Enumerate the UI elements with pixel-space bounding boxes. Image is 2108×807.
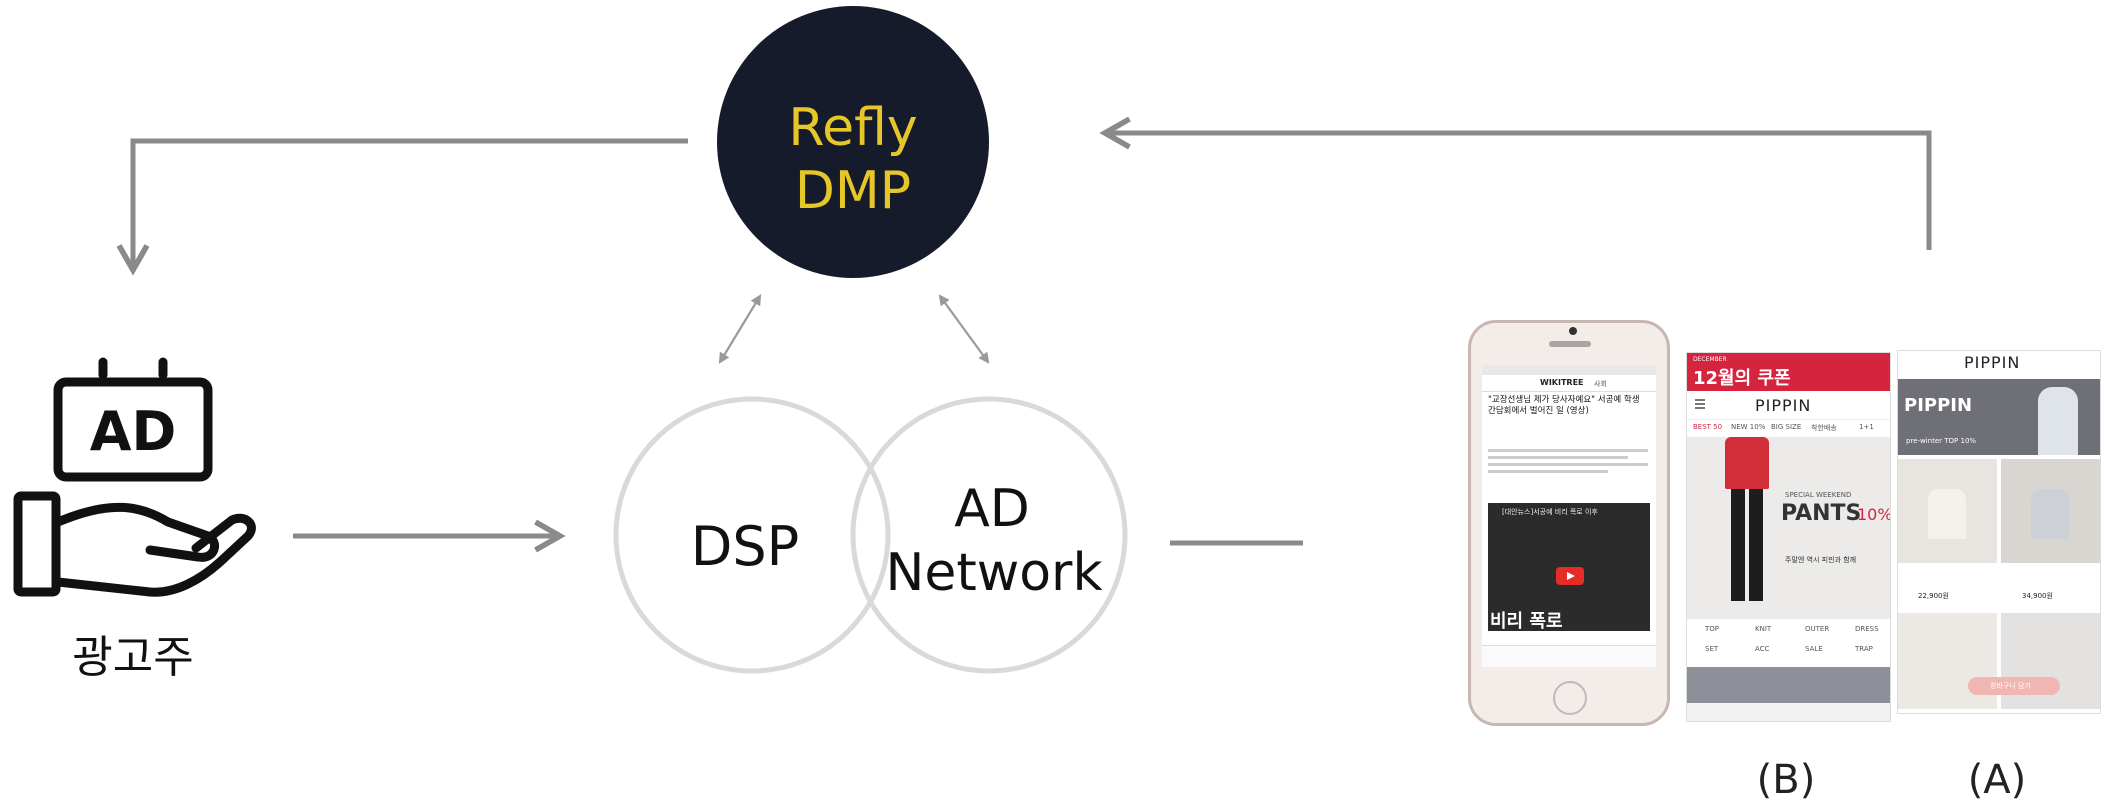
- cart-button-label: 장바구니 담기: [1990, 682, 2031, 690]
- label-b: (B): [1757, 757, 1816, 803]
- wikitree-logo: WIKITREE: [1540, 378, 1584, 387]
- phone-screen: WIKITREE 사회 "교장선생님 제가 당사자예요" 서공예 학생 간담회에…: [1482, 365, 1656, 667]
- dmp-label-line1: Refly: [788, 98, 917, 158]
- article-headline: "교장선생님 제가 당사자예요" 서공예 학생 간담회에서 벌어진 일 (영상): [1488, 395, 1640, 416]
- cart-button[interactable]: 장바구니 담기: [1968, 677, 2060, 695]
- hero-model: [2038, 387, 2078, 455]
- menu-acc[interactable]: ACC: [1755, 645, 1770, 653]
- bidirectional-arrow-dmp-adnetwork: [938, 294, 990, 364]
- product-strip: [1687, 667, 1890, 703]
- promo-percent: 10%: [1857, 505, 1891, 524]
- advertiser-label: 광고주: [72, 632, 193, 683]
- video-player[interactable]: [대안뉴스]서공예 비리 폭로 이후 비리 폭로: [1488, 503, 1650, 632]
- category-tabs: BEST 50 NEW 10% BIG SIZE 착한배송 1+1: [1687, 421, 1890, 435]
- product-price-1: 22,900원: [1918, 592, 1949, 600]
- menu-dress[interactable]: DRESS: [1855, 625, 1879, 633]
- menu-top[interactable]: TOP: [1705, 625, 1720, 633]
- phone-statusbar: [1482, 365, 1656, 375]
- tab-best50[interactable]: BEST 50: [1693, 423, 1723, 431]
- video-caption: 비리 폭로: [1490, 611, 1563, 632]
- menu-knit[interactable]: KNIT: [1755, 625, 1772, 633]
- promo-big: PANTS: [1781, 501, 1862, 526]
- footer-links: [1687, 703, 1890, 721]
- product-grid: [1898, 459, 2100, 577]
- hero-title: PIPPIN: [1904, 395, 1973, 416]
- banner-title: 12월의 쿠폰: [1693, 368, 1791, 389]
- coupon-banner: DECEMBER 12월의 쿠폰: [1687, 353, 1890, 391]
- phone-header: WIKITREE 사회: [1482, 375, 1656, 392]
- tab-1plus1[interactable]: 1+1: [1859, 423, 1874, 431]
- phone-speaker: [1549, 341, 1591, 347]
- category-menu: TOP KNIT OUTER DRESS SET ACC SALE TRAP: [1687, 623, 1890, 663]
- tab-delivery[interactable]: 착한배송: [1811, 424, 1837, 432]
- menu-icon[interactable]: [1695, 399, 1705, 401]
- menu-set[interactable]: SET: [1705, 645, 1719, 653]
- smartphone-mockup: WIKITREE 사회 "교장선생님 제가 당사자예요" 서공예 학생 간담회에…: [1468, 320, 1670, 726]
- phone-camera: [1569, 327, 1577, 335]
- promo-banner: SPECIAL WEEKEND PANTS 10% 주말엔 역시 피핀과 함께: [1687, 437, 1890, 619]
- refly-dmp-node: [717, 6, 989, 278]
- ad-network-label-line2: Network: [885, 543, 1102, 603]
- tab-bigsize[interactable]: BIG SIZE: [1771, 423, 1802, 431]
- screenshot-a: PIPPIN PIPPIN pre-winter TOP 10% 22,900원…: [1897, 350, 2101, 714]
- hero-photo: PIPPIN pre-winter TOP 10%: [1898, 379, 2100, 455]
- product-price-2: 34,900원: [2022, 592, 2053, 600]
- label-a: (A): [1968, 757, 2027, 803]
- product-photo-2[interactable]: [2001, 459, 2100, 563]
- dsp-label: DSP: [691, 515, 799, 578]
- bidirectional-arrow-dmp-dsp: [718, 294, 762, 364]
- phone-home-button: [1553, 681, 1587, 715]
- browser-toolbar: [1482, 645, 1656, 667]
- play-button[interactable]: [1556, 567, 1584, 585]
- dsp-node: [613, 396, 891, 674]
- pippin-logo-a: PIPPIN: [1964, 353, 2021, 372]
- menu-trap[interactable]: TRAP: [1855, 645, 1873, 653]
- advertiser-hand-ad-icon: [13, 357, 256, 597]
- video-title: [대안뉴스]서공예 비리 폭로 이후: [1502, 508, 1598, 516]
- article-body: [1488, 445, 1648, 477]
- arrow-dmp-to-advertiser: [116, 138, 688, 276]
- screenshot-b: DECEMBER 12월의 쿠폰 PIPPIN BEST 50 NEW 10% …: [1686, 352, 1891, 722]
- ad-network-label-line1: AD: [954, 479, 1030, 539]
- tab-new[interactable]: NEW 10%: [1731, 423, 1766, 431]
- menu-sale[interactable]: SALE: [1805, 645, 1823, 653]
- model-photo: [1717, 437, 1777, 619]
- play-icon: [1567, 572, 1575, 580]
- promo-small: SPECIAL WEEKEND: [1785, 491, 1852, 499]
- section-label: 사회: [1594, 380, 1607, 388]
- product-photo-1[interactable]: [1898, 459, 1997, 563]
- hero-subtitle: pre-winter TOP 10%: [1906, 437, 1977, 445]
- menu-outer[interactable]: OUTER: [1805, 625, 1830, 633]
- ad-network-node: [850, 396, 1128, 674]
- dmp-label-line2: DMP: [795, 161, 911, 221]
- product-grid-2: 장바구니 담기: [1898, 613, 2100, 709]
- pippin-logo-b: PIPPIN: [1755, 396, 1812, 415]
- arrow-screens-to-dmp: [1099, 116, 1932, 250]
- banner-month: DECEMBER: [1693, 356, 1727, 363]
- advertiser-icon-text: AD: [90, 400, 177, 463]
- promo-sub: 주말엔 역시 피핀과 함께: [1785, 556, 1857, 564]
- pippin-header-b: PIPPIN: [1687, 391, 1890, 420]
